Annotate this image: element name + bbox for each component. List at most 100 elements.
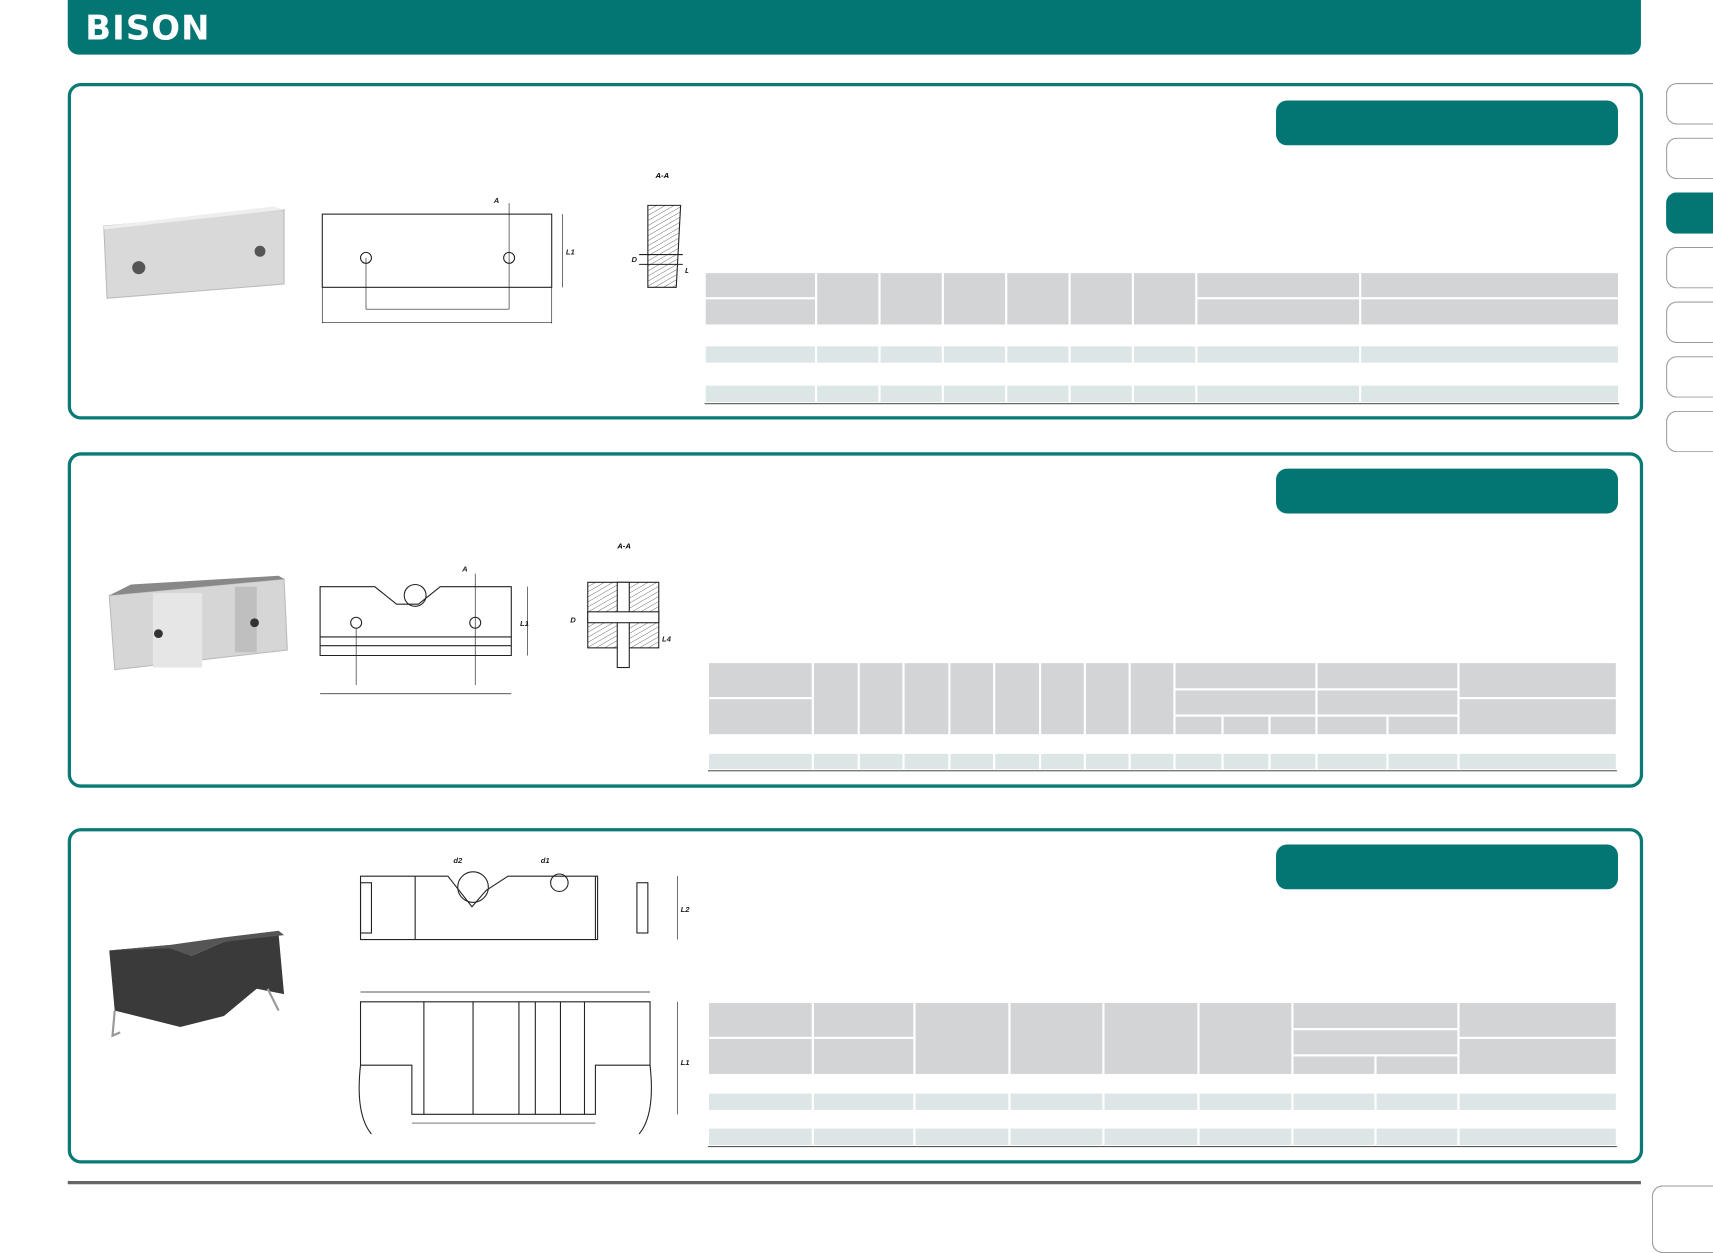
table-data-cell bbox=[915, 1128, 1009, 1145]
table-header-cell bbox=[995, 663, 1039, 735]
side-tab-5[interactable] bbox=[1666, 301, 1713, 344]
svg-text:L4: L4 bbox=[685, 266, 688, 275]
table-header-cell bbox=[950, 663, 994, 735]
table-data-cell bbox=[1175, 753, 1222, 770]
table-header-cell bbox=[1175, 663, 1316, 689]
table-header-cell bbox=[1376, 1056, 1458, 1074]
table-header-cell bbox=[880, 273, 942, 325]
table-data-cell bbox=[1134, 346, 1196, 363]
table-data-cell bbox=[1459, 753, 1616, 770]
product-title-pill-3 bbox=[1276, 844, 1618, 890]
table-header-cell bbox=[813, 1002, 914, 1037]
page-tab[interactable] bbox=[1651, 1185, 1713, 1253]
table-data-cell bbox=[1197, 385, 1360, 403]
product-title-pill-1 bbox=[1276, 100, 1618, 146]
table-header-cell bbox=[1388, 716, 1458, 735]
table-header-cell bbox=[915, 1002, 1009, 1074]
table-header-cell bbox=[705, 273, 816, 298]
table-data-cell bbox=[1223, 753, 1269, 770]
table-header-cell bbox=[813, 1038, 914, 1074]
table-header-cell bbox=[709, 699, 812, 735]
table-header-cell bbox=[1070, 273, 1132, 325]
svg-text:L2: L2 bbox=[681, 905, 691, 914]
table-data-cell bbox=[1104, 1128, 1198, 1145]
table-data-cell bbox=[705, 385, 816, 403]
table-header-cell bbox=[1085, 663, 1129, 735]
table-data-cell bbox=[1376, 1093, 1458, 1110]
table-header-cell bbox=[1197, 273, 1360, 298]
side-tab-4[interactable] bbox=[1666, 246, 1713, 289]
table-data-cell bbox=[1010, 1093, 1103, 1110]
svg-text:L4: L4 bbox=[662, 634, 672, 643]
table-header-cell bbox=[1293, 1002, 1458, 1029]
table-data-cell bbox=[1270, 753, 1316, 770]
table-data-cell bbox=[995, 753, 1039, 770]
product-photo-clip-jaw bbox=[109, 930, 285, 1038]
table-header-cell bbox=[1459, 1038, 1616, 1074]
side-tab-2[interactable] bbox=[1666, 137, 1713, 180]
table-data-cell bbox=[1104, 1093, 1198, 1110]
table-data-cell bbox=[943, 346, 1006, 363]
table-bottom-rule bbox=[704, 403, 1620, 405]
table-data-cell bbox=[1130, 753, 1174, 770]
table-header-cell bbox=[705, 299, 816, 325]
table-header-cell bbox=[1459, 699, 1616, 735]
technical-drawing-3: L2 d2 d1 L1 bbox=[358, 856, 691, 1135]
table-data-cell bbox=[1376, 1128, 1458, 1145]
table-data-cell bbox=[709, 1128, 812, 1145]
technical-drawing-1: A L1 A-A L4 D bbox=[321, 196, 688, 324]
table-data-cell bbox=[1197, 346, 1360, 363]
section-label-2: A-A bbox=[617, 542, 631, 551]
table-data-cell bbox=[1007, 346, 1069, 363]
table-header-cell bbox=[1199, 1002, 1292, 1074]
table-header-cell bbox=[817, 273, 879, 325]
svg-text:A: A bbox=[493, 196, 500, 205]
table-header-cell bbox=[904, 663, 949, 735]
table-data-cell bbox=[1070, 346, 1132, 363]
bison-logo: BISON bbox=[85, 8, 211, 49]
side-tab-1[interactable] bbox=[1666, 83, 1713, 125]
table-data-cell bbox=[915, 1093, 1009, 1110]
table-data-cell bbox=[859, 753, 903, 770]
table-header-cell bbox=[1459, 663, 1616, 698]
product-title-pill-2 bbox=[1276, 468, 1618, 514]
table-data-cell bbox=[813, 1128, 914, 1145]
table-header-cell bbox=[1041, 663, 1084, 735]
table-data-cell bbox=[709, 753, 812, 770]
svg-text:D: D bbox=[631, 255, 637, 264]
svg-text:L1: L1 bbox=[681, 1058, 690, 1067]
table-header-cell bbox=[859, 663, 903, 735]
table-data-cell bbox=[813, 753, 858, 770]
table-header-cell bbox=[1130, 663, 1174, 735]
table-data-cell bbox=[1459, 1093, 1616, 1110]
side-tab-6[interactable] bbox=[1666, 356, 1713, 398]
table-header-cell bbox=[1317, 716, 1387, 735]
table-data-cell bbox=[1010, 1128, 1103, 1145]
table-data-cell bbox=[817, 385, 879, 403]
table-data-cell bbox=[1317, 753, 1387, 770]
table-data-cell bbox=[880, 385, 942, 403]
table-data-cell bbox=[1293, 1093, 1375, 1110]
table-data-cell bbox=[1199, 1093, 1292, 1110]
side-tab-3-active[interactable] bbox=[1666, 192, 1713, 234]
table-data-cell bbox=[1459, 1128, 1616, 1145]
section-label-1: A-A bbox=[655, 172, 670, 181]
table-data-cell bbox=[904, 753, 949, 770]
table-header-cell bbox=[709, 1038, 812, 1074]
table-header-cell bbox=[709, 1002, 812, 1037]
svg-text:A: A bbox=[461, 564, 468, 573]
table-data-cell bbox=[1361, 385, 1618, 403]
table-header-cell bbox=[1104, 1002, 1198, 1074]
table-data-cell bbox=[950, 753, 994, 770]
side-tab-7[interactable] bbox=[1666, 410, 1713, 453]
svg-text:d1: d1 bbox=[541, 856, 550, 865]
table-data-cell bbox=[813, 1093, 914, 1110]
table-header-cell bbox=[1293, 1030, 1458, 1055]
table-header-cell bbox=[1459, 1002, 1616, 1037]
table-data-cell bbox=[1199, 1128, 1292, 1145]
table-header-cell bbox=[1010, 1002, 1103, 1074]
table-data-cell bbox=[1070, 385, 1132, 403]
table-header-cell bbox=[1197, 299, 1360, 325]
svg-text:L1: L1 bbox=[566, 248, 575, 257]
table-data-cell bbox=[1388, 753, 1458, 770]
